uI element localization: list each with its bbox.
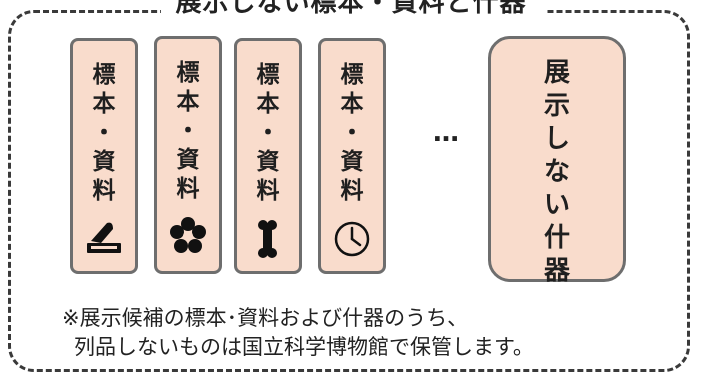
flower-icon — [157, 217, 219, 255]
fixture-char: 器 — [543, 256, 570, 286]
fixture-char: 示 — [543, 91, 570, 121]
card-char: 標 — [92, 62, 116, 88]
title-mask — [161, 0, 546, 29]
card-char: 本 — [176, 89, 200, 115]
card-char: 料 — [256, 178, 280, 204]
fixture-label: 展 示 し な い 什 器 — [491, 57, 623, 288]
card-char: 本 — [256, 91, 280, 117]
footnote: ※展示候補の標本･資料および什器のうち、 列品しないものは国立科学博物館で保管し… — [62, 304, 534, 362]
fixture-char: 展 — [543, 58, 570, 88]
card-char: 標 — [340, 62, 364, 88]
dashed-frame — [8, 0, 690, 372]
card-label: 標 本 ・ 資 料 — [237, 61, 299, 206]
specimen-card-4: 標 本 ・ 資 料 — [318, 38, 386, 274]
fixture-char: し — [543, 124, 570, 154]
card-char: 標 — [176, 60, 200, 86]
clock-icon — [321, 219, 383, 259]
card-char: 標 — [256, 62, 280, 88]
card-char: ・ — [92, 120, 116, 146]
gramophone-icon — [73, 219, 135, 257]
ellipsis: … — [433, 118, 459, 148]
specimen-card-2: 標 本 ・ 資 料 — [154, 36, 222, 274]
card-label: 標 本 ・ 資 料 — [321, 61, 383, 206]
fixture-char: な — [543, 157, 570, 187]
fixture-box: 展 示 し な い 什 器 — [488, 36, 626, 286]
card-char: 料 — [176, 176, 200, 202]
card-char: ・ — [176, 118, 200, 144]
card-char: ・ — [256, 120, 280, 146]
card-char: 資 — [92, 149, 116, 175]
card-label: 標 本 ・ 資 料 — [157, 59, 219, 204]
card-char: 資 — [256, 149, 280, 175]
card-label: 標 本 ・ 資 料 — [73, 61, 135, 206]
fixture-char: い — [543, 190, 570, 220]
card-char: 料 — [340, 178, 364, 204]
card-char: 料 — [92, 178, 116, 204]
card-char: ・ — [340, 120, 364, 146]
fixture-char: 什 — [543, 223, 570, 253]
specimen-card-1: 標 本 ・ 資 料 — [70, 38, 138, 274]
specimen-card-3: 標 本 ・ 資 料 — [234, 38, 302, 274]
footnote-line-2: 列品しないものは国立科学博物館で保管します。 — [74, 335, 534, 359]
diagram-title: 展示しない標本・資料と什器 — [175, 0, 527, 18]
card-char: 本 — [340, 91, 364, 117]
card-char: 資 — [176, 147, 200, 173]
card-char: 資 — [340, 149, 364, 175]
bone-icon — [237, 219, 299, 259]
card-char: 本 — [92, 91, 116, 117]
footnote-line-1: ※展示候補の標本･資料および什器のうち、 — [62, 306, 469, 330]
